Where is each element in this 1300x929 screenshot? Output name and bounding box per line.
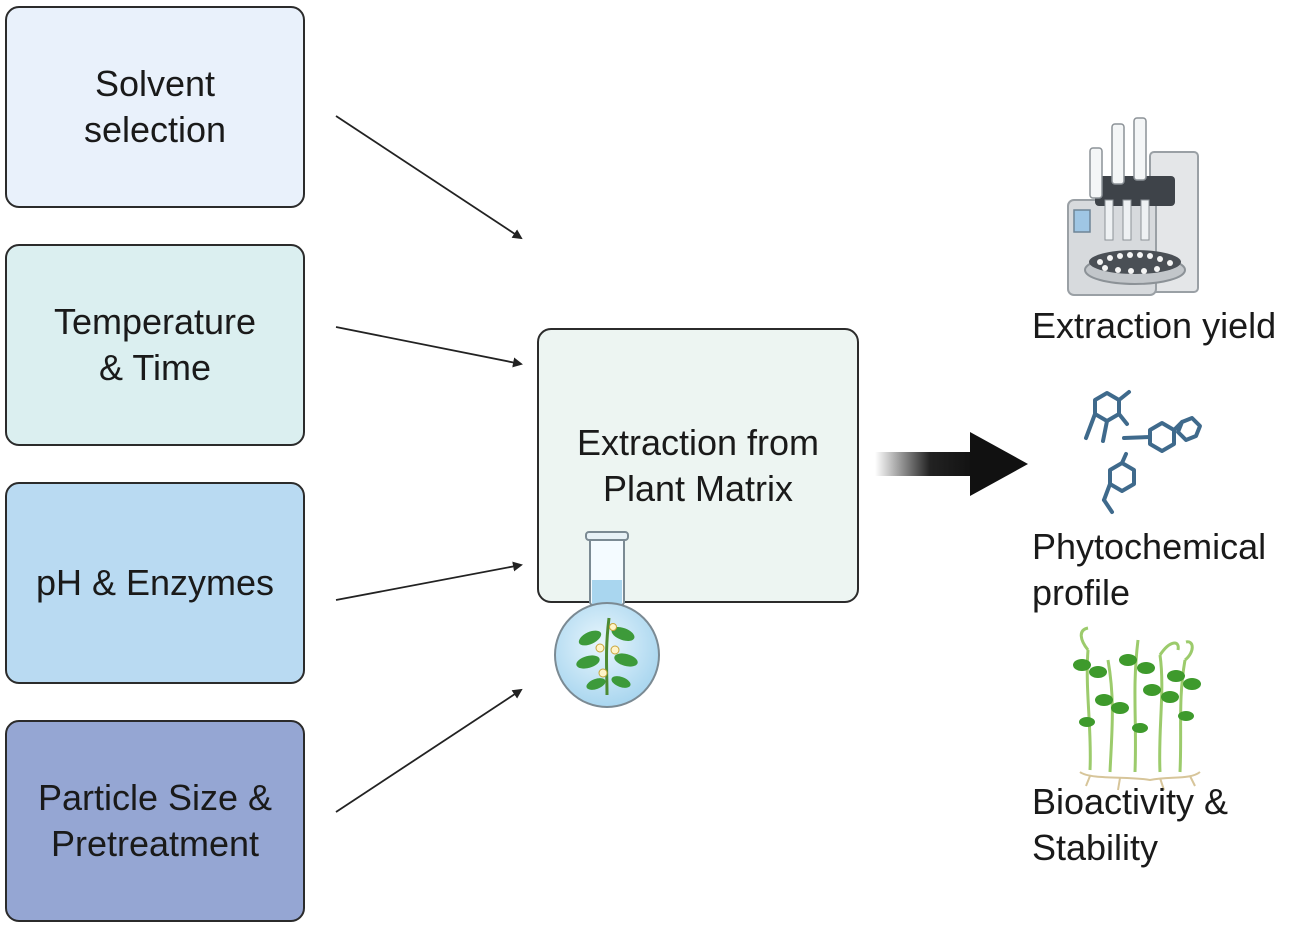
outcome-label-profile: Phytochemical profile xyxy=(1032,526,1267,613)
arrow-temperature xyxy=(335,326,523,368)
factor-box-temperature: Temperature & Time xyxy=(5,244,305,446)
factor-label-ph: pH & Enzymes xyxy=(35,562,275,603)
molecule-structures-icon xyxy=(1084,390,1202,514)
flask-plant-icon xyxy=(554,531,660,708)
factor-box-particle: Particle Size & Pretreatment xyxy=(5,720,305,922)
outcome-label-yield: Extraction yield xyxy=(1032,305,1277,346)
plant-sprouts-icon xyxy=(1073,626,1201,791)
outcome-label-bioactivity: Bioactivity & Stability xyxy=(1032,781,1229,868)
center-label: Extraction from Plant Matrix xyxy=(576,421,820,509)
factor-box-solvent: Solvent selection xyxy=(5,6,305,208)
factor-label-solvent: Solvent selection xyxy=(83,63,227,150)
output-arrow xyxy=(875,432,1028,496)
arrow-ph xyxy=(335,561,523,601)
factor-label-particle: Particle Size & Pretreatment xyxy=(37,777,273,864)
arrow-particle xyxy=(335,688,523,813)
extraction-instrument-icon xyxy=(1067,117,1199,296)
factor-label-temperature: Temperature & Time xyxy=(53,301,257,388)
factor-box-ph: pH & Enzymes xyxy=(5,482,305,684)
arrow-solvent xyxy=(335,115,523,240)
